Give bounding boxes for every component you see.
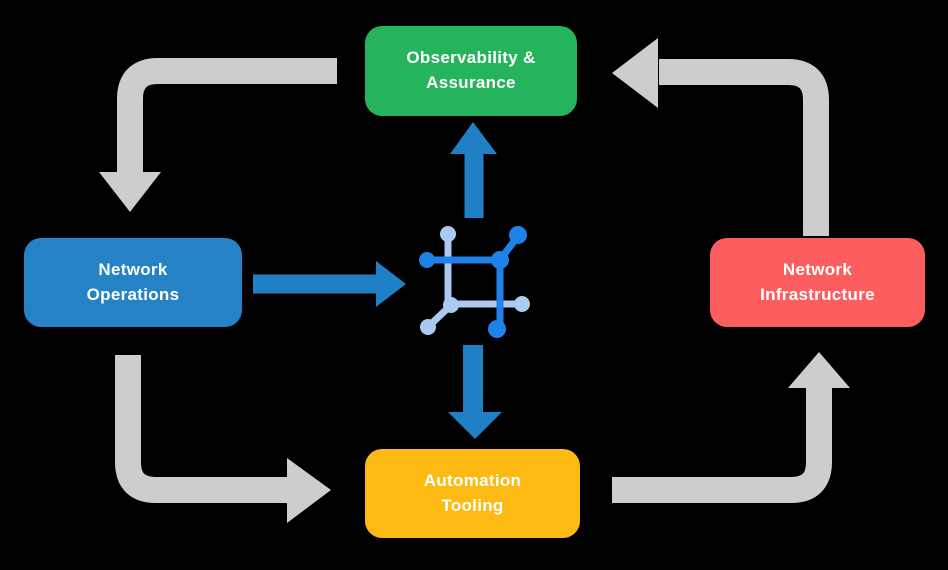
node-automation-tooling-label: Automation Tooling xyxy=(423,470,522,515)
network-fabric-icon xyxy=(419,226,530,338)
cycle-arrow-operations-to-automation xyxy=(115,355,331,523)
flow-arrow-center-to-observability xyxy=(450,122,497,218)
node-network-infrastructure-label: Network Infrastructure xyxy=(760,259,875,304)
node-network-operations-label: Network Operations xyxy=(86,259,180,304)
node-observability-assurance-label: Observability & Assurance xyxy=(406,48,536,92)
node-observability-assurance: Observability & Assurance xyxy=(365,26,577,116)
node-network-operations: Network Operations xyxy=(24,238,242,327)
node-network-infrastructure: Network Infrastructure xyxy=(710,238,925,327)
cycle-arrow-observability-to-operations xyxy=(99,58,337,212)
network-fabric-icon-light-strands xyxy=(420,226,530,335)
node-automation-tooling: Automation Tooling xyxy=(365,449,580,538)
flow-arrow-center-to-automation xyxy=(448,345,502,439)
network-fabric-icon-dark-strands xyxy=(419,226,527,338)
flow-arrow-operations-to-center xyxy=(253,261,406,307)
cycle-arrow-automation-to-infrastructure xyxy=(612,352,850,503)
cycle-arrow-infrastructure-to-observability xyxy=(612,38,829,236)
